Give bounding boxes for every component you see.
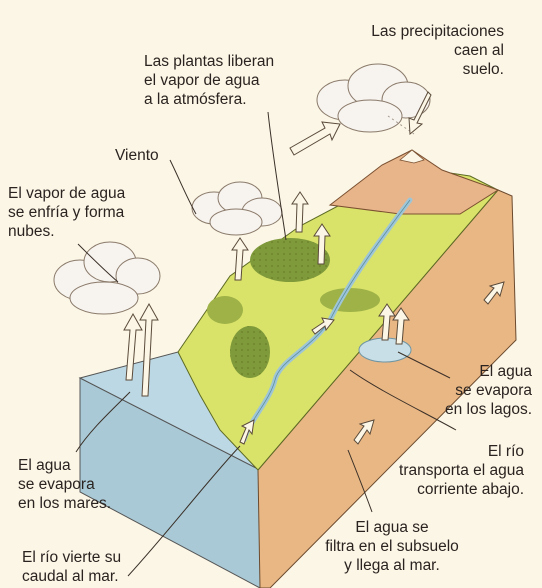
label-line: se evapora	[455, 382, 532, 399]
label-line: Las precipitaciones	[371, 23, 504, 40]
transpiration-arrow-icon	[313, 223, 331, 265]
label-line: transporta el agua	[399, 462, 524, 479]
label-line: caudal al mar.	[22, 568, 119, 585]
leader-line	[267, 111, 287, 241]
label-line: en los lagos.	[444, 401, 532, 418]
leader-line	[397, 351, 451, 379]
evaporation-arrow-icon	[139, 302, 159, 397]
leader-line	[349, 369, 457, 431]
mountain-snow	[399, 149, 425, 164]
label-line: se evapora	[18, 476, 95, 493]
label-lake-evaporation: El agua se evapora en los lagos.	[420, 362, 532, 419]
label-sea-evaporation: El agua se evapora en los mares.	[18, 456, 111, 513]
leader-line	[347, 449, 373, 513]
label-wind: Viento	[115, 146, 159, 165]
label-line: El agua	[18, 457, 71, 474]
forest-patch	[230, 326, 270, 378]
label-line: filtra en el subsuelo	[325, 538, 459, 555]
label-line: nubes.	[8, 223, 55, 240]
groundwater-arrow-icon	[353, 419, 375, 445]
label-groundwater: El agua se filtra en el subsuelo y llega…	[300, 518, 484, 575]
forest-patch	[320, 288, 380, 312]
leader-line	[169, 159, 197, 215]
label-line: a la atmósfera.	[144, 91, 247, 108]
forest-patch	[207, 296, 243, 324]
label-line: corriente abajo.	[417, 481, 524, 498]
cloud-middle	[191, 181, 283, 236]
label-line: El vapor de agua	[8, 185, 126, 202]
label-river-mouth: El río vierte su caudal al mar.	[22, 548, 121, 586]
label-precipitation: Las precipitaciones caen al suelo.	[352, 22, 504, 79]
river-flow-arrow-icon	[311, 317, 335, 335]
cloud-left	[53, 241, 161, 315]
leader-line	[127, 445, 241, 577]
label-line: El agua se	[355, 519, 429, 536]
cloud-top-right	[316, 63, 431, 133]
leader-line	[77, 243, 119, 283]
river-mouth-arrow-icon	[239, 419, 255, 445]
precipitation-arrow-icon	[408, 91, 432, 136]
label-line: El río vierte su	[22, 549, 122, 566]
leader-line	[75, 391, 131, 453]
label-line: en los mares.	[18, 495, 112, 512]
label-line: y llega al mar.	[344, 557, 440, 574]
mountain	[328, 149, 500, 215]
evaporation-arrow-icon	[123, 312, 143, 381]
label-line: El agua	[479, 363, 532, 380]
label-cloud-formation: El vapor de agua se enfría y forma nubes…	[8, 184, 125, 241]
transpiration-arrow-icon	[291, 191, 309, 233]
label-line: El río	[487, 443, 524, 460]
lake-evaporation-arrow-icon	[392, 307, 410, 345]
transpiration-arrow-icon	[231, 237, 249, 281]
label-line: caen al	[454, 42, 504, 59]
forest-patch	[250, 238, 330, 282]
groundwater-arrow-icon	[483, 281, 505, 305]
lake-evaporation-arrow-icon	[378, 303, 396, 341]
label-line: se enfría y forma	[8, 204, 125, 221]
lake	[358, 337, 412, 363]
label-line: el vapor de agua	[144, 72, 260, 89]
label-line: Las plantas liberan	[144, 53, 275, 70]
label-river-transport: El río transporta el agua corriente abaj…	[382, 442, 524, 499]
label-plant-transpiration: Las plantas liberan el vapor de agua a l…	[144, 52, 274, 109]
wind-arrow-icon	[289, 121, 341, 156]
label-line: suelo.	[462, 61, 504, 78]
river	[243, 199, 411, 441]
label-line: Viento	[115, 147, 159, 164]
